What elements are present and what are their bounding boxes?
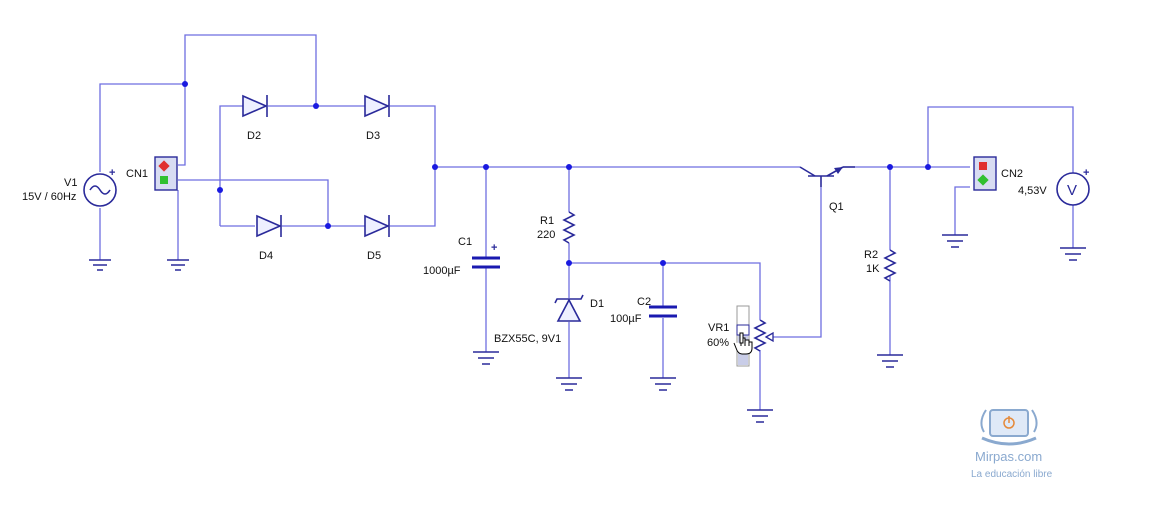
- v1-value: 15V / 60Hz: [22, 191, 76, 203]
- resistor-r1: R1 220: [537, 211, 576, 244]
- wires: [99, 34, 1074, 410]
- logo-brand: Mirpas.com: [975, 449, 1042, 464]
- potentiometer-vr1: VR1 60%: [707, 280, 774, 352]
- junction-nodes: [182, 81, 931, 266]
- r2-name: R2: [864, 249, 878, 261]
- capacitor-c1: + C1 1000µF: [423, 236, 500, 277]
- vr1-name: VR1: [708, 322, 729, 334]
- zener-d1: D1 BZX55C, 9V1: [494, 294, 604, 345]
- ground-icon: [89, 234, 1086, 423]
- capacitor-c2: C2 100µF: [610, 296, 677, 325]
- voltmeter-icon: V: [1067, 182, 1077, 199]
- r1-name: R1: [540, 215, 554, 227]
- d1-name: D1: [590, 298, 604, 310]
- cn1-connector: CN1: [126, 156, 178, 191]
- resistor-r2: R2 1K: [864, 249, 897, 282]
- vr1-value: 60%: [707, 337, 729, 349]
- v1-name: V1: [64, 177, 77, 189]
- mirpas-logo: Mirpas.com La educación libre: [971, 409, 1053, 480]
- r1-value: 220: [537, 229, 555, 241]
- cn1-name: CN1: [126, 168, 148, 180]
- logo-tagline: La educación libre: [971, 469, 1053, 480]
- transistor-q1: Q1: [799, 166, 855, 213]
- d3-name: D3: [366, 130, 380, 142]
- c2-name: C2: [637, 296, 651, 308]
- r2-value: 1K: [866, 263, 880, 275]
- vr1-slider[interactable]: [733, 305, 753, 367]
- d2-name: D2: [247, 130, 261, 142]
- c2-value: 100µF: [610, 313, 642, 325]
- c1-plus-mark: +: [491, 242, 497, 254]
- hand-cursor-icon: [733, 332, 753, 355]
- cn2-name: CN2: [1001, 168, 1023, 180]
- diode-d2: D2: [242, 94, 269, 142]
- d5-name: D5: [367, 250, 381, 262]
- voltmeter: V + 4,53V: [1018, 167, 1090, 206]
- q1-name: Q1: [829, 201, 844, 213]
- laptop-logo-icon: [980, 409, 1038, 446]
- meter-plus-mark: +: [1083, 167, 1089, 179]
- d4-name: D4: [259, 250, 273, 262]
- cn2-connector: CN2: [973, 156, 1023, 191]
- diode-d4: D4: [256, 214, 283, 262]
- diode-d5: D5: [364, 214, 391, 262]
- c1-value: 1000µF: [423, 265, 461, 277]
- diode-d3: D3: [364, 94, 391, 142]
- v1-plus-mark: +: [109, 167, 115, 179]
- d1-value: BZX55C, 9V1: [494, 333, 561, 345]
- v1-ac-source: + V1 15V / 60Hz: [22, 167, 117, 207]
- ac-source-icon: [89, 185, 111, 195]
- meter-reading: 4,53V: [1018, 185, 1047, 197]
- c1-name: C1: [458, 236, 472, 248]
